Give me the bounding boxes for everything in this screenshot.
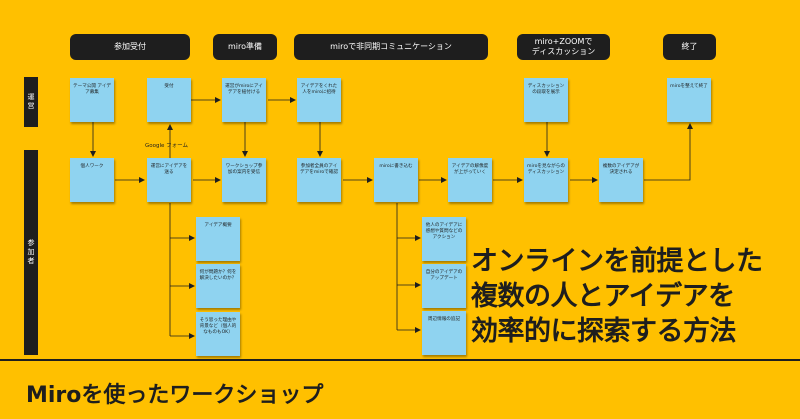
headline-line-1: オンラインを前提とした <box>471 246 763 277</box>
sticky-theme: テーマ公開 アイデア募集 <box>70 78 114 122</box>
header-discussion: miro+ZOOMで ディスカッション <box>517 34 610 60</box>
headline-line-3: 効率的に探索する方法 <box>471 316 737 347</box>
sticky-conditions: そう思った理由や背景など（個人的なものもOK） <box>196 312 240 356</box>
sticky-send-idea: 運営にアイデアを送る <box>147 158 191 202</box>
footer-title: Miroを使ったワークショップ <box>26 383 324 408</box>
sticky-individual-work: 個人ワーク <box>70 158 114 202</box>
sticky-resolution-up: アイデアの解像度が上がっていく <box>448 158 492 202</box>
sticky-react-others: 他人のアイデアに感想や質問などのアクション <box>422 217 466 261</box>
header-async-communication: miroで非同期コミュニケーション <box>294 34 488 60</box>
sticky-idea-summary: アイデア概要 <box>196 217 240 261</box>
sticky-wrap-up: miroを整えて終了 <box>667 78 711 122</box>
sticky-link-miro: 運営がmiroにアイデアを紐付ける <box>222 78 266 122</box>
lane-operator: 運営 <box>24 77 38 127</box>
header-miro-prep: miro準備 <box>213 34 277 60</box>
sticky-check-ideas: 参加者全員のアイデアをmiroで確認 <box>297 158 341 202</box>
sticky-update-self: 自分のアイデアのアップデート <box>422 264 466 308</box>
arrow-decide-to-wrapup <box>644 123 693 181</box>
footer-bar: Miroを使ったワークショップ <box>0 359 800 419</box>
header-finish: 終了 <box>663 34 716 60</box>
sticky-related-info: 周辺情報の追記 <box>422 311 466 355</box>
lane-participant: 参加者 <box>24 150 38 355</box>
sticky-reception: 受付 <box>147 78 191 122</box>
sticky-decide-ideas: 複数のアイデアが決定される <box>599 158 643 202</box>
sticky-idea-to-miro: アイデアをくれた人をmiroに招待 <box>297 78 341 122</box>
google-form-label: Google フォーム <box>145 143 188 149</box>
sticky-discuss-miro: miroを見ながらのディスカッション <box>524 158 568 202</box>
sticky-write-miro: miroに書き込む <box>374 158 418 202</box>
sticky-workshop-url: ワークショップ参加の案内を受信 <box>222 158 266 202</box>
sticky-what-problem: 何が問題か？何を解決したいのか？ <box>196 264 240 308</box>
headline-line-2: 複数の人とアイデアを <box>471 281 735 312</box>
sticky-discussion-lead: ディスカッションの段取を展示 <box>524 78 568 122</box>
header-reception: 参加受付 <box>70 34 190 60</box>
connector-lines <box>90 97 693 339</box>
